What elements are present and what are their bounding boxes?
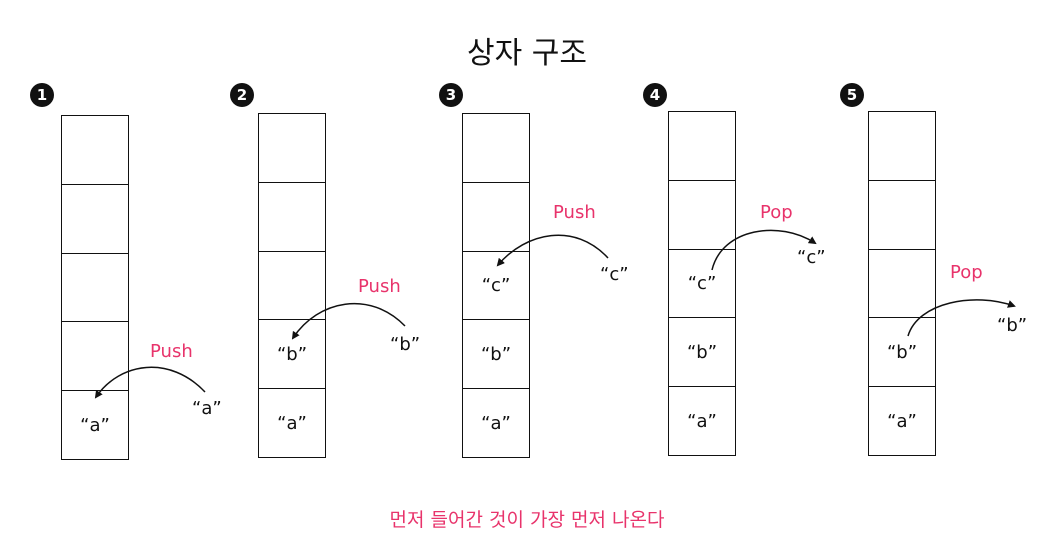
stack-cell: “c” — [669, 250, 735, 319]
stack-cell — [62, 185, 128, 254]
step-5-operation: Pop — [950, 262, 983, 283]
step-2-badge: 2 — [230, 83, 254, 107]
step-3-stack: “c” “b” “a” — [462, 113, 530, 458]
step-5-stack: “b” “a” — [868, 111, 936, 456]
stack-cell — [869, 112, 935, 181]
stack-cell: “a” — [669, 387, 735, 456]
diagram-title: 상자 구조 — [467, 36, 587, 71]
stack-cell — [62, 322, 128, 392]
step-3-badge: 3 — [439, 83, 463, 107]
stack-cell: “b” — [869, 318, 935, 388]
stack-cell: “b” — [669, 318, 735, 388]
step-5-value: “b” — [997, 315, 1028, 336]
stack-cell — [463, 183, 529, 252]
step-2-operation: Push — [358, 276, 401, 297]
stack-cell: “b” — [259, 320, 325, 390]
step-5-badge: 5 — [840, 83, 864, 107]
step-1-stack: “a” — [61, 115, 129, 460]
stack-cell — [869, 250, 935, 319]
stack-cell — [463, 114, 529, 183]
stack-cell — [869, 181, 935, 250]
step-3-value: “c” — [600, 264, 629, 285]
stack-cell — [259, 114, 325, 183]
step-1-badge: 1 — [30, 83, 54, 107]
stack-cell — [669, 181, 735, 250]
stack-cell: “c” — [463, 252, 529, 321]
step-2-stack: “b” “a” — [258, 113, 326, 458]
stack-cell: “a” — [62, 391, 128, 460]
stack-cell: “a” — [259, 389, 325, 458]
step-1-value: “a” — [192, 398, 222, 419]
stack-cell — [62, 254, 128, 323]
step-4-value: “c” — [797, 247, 826, 268]
stack-cell: “b” — [463, 320, 529, 390]
step-4-badge: 4 — [643, 83, 667, 107]
step-1-operation: Push — [150, 341, 193, 362]
stack-cell: “a” — [463, 389, 529, 458]
stack-cell — [62, 116, 128, 185]
stack-cell — [669, 112, 735, 181]
stack-cell — [259, 252, 325, 321]
step-3-operation: Push — [553, 202, 596, 223]
step-4-operation: Pop — [760, 202, 793, 223]
step-2-value: “b” — [390, 334, 421, 355]
diagram-caption: 먼저 들어간 것이 가장 먼저 나온다 — [389, 509, 665, 531]
step-4-stack: “c” “b” “a” — [668, 111, 736, 456]
stack-cell: “a” — [869, 387, 935, 456]
stack-cell — [259, 183, 325, 252]
